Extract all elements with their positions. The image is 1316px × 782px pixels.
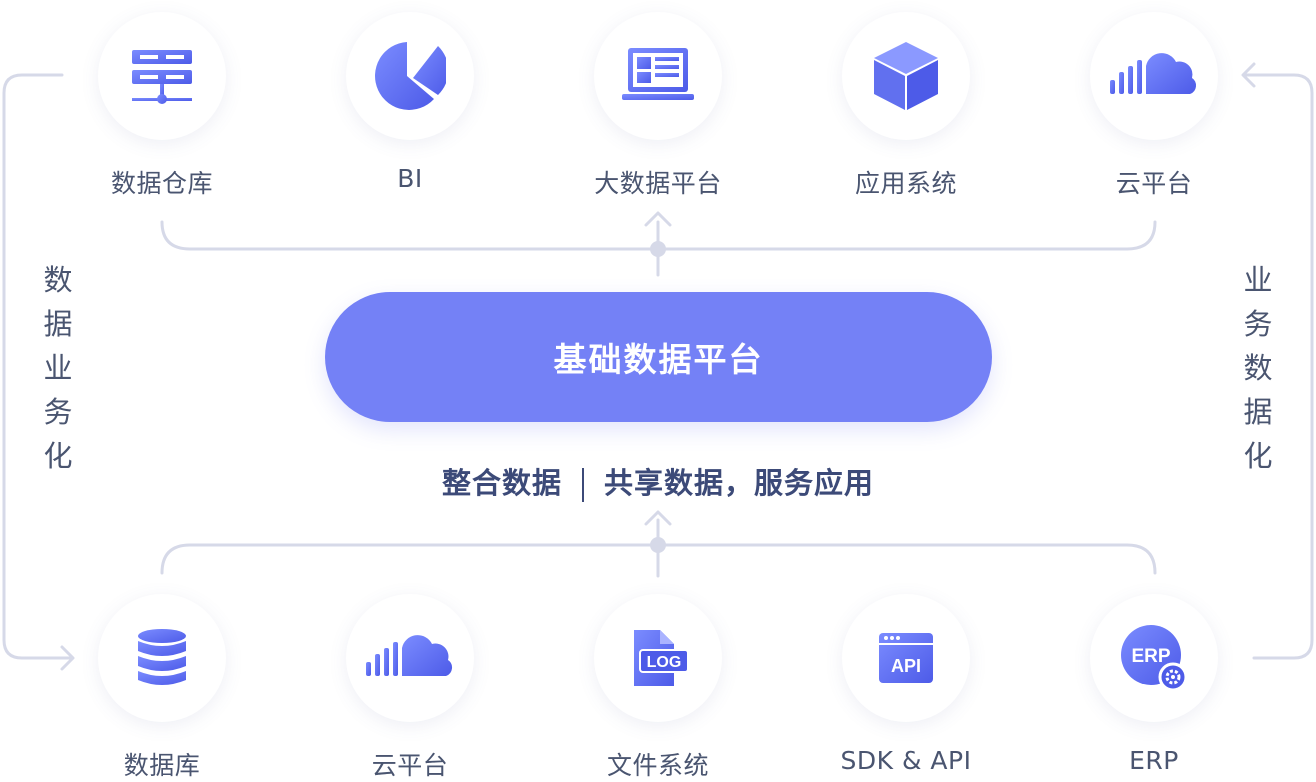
node-label-big-data-platform: 大数据平台 bbox=[594, 169, 722, 198]
node-label-database: 数据库 bbox=[123, 751, 201, 780]
log-icon-text: LOG bbox=[647, 654, 682, 671]
node-label-sdk-api: SDK & API bbox=[840, 746, 972, 775]
erp-gear-icon: ERP bbox=[1121, 625, 1188, 692]
tagline-separator bbox=[582, 468, 584, 502]
pie-chart-icon bbox=[375, 42, 446, 110]
database-icon bbox=[138, 629, 186, 685]
node-label-cloud-platform-top: 云平台 bbox=[1115, 169, 1193, 198]
tagline-left: 整合数据 bbox=[441, 466, 562, 500]
core-platform-title: 基础数据平台 bbox=[553, 340, 764, 379]
node-file-system: LOG bbox=[594, 594, 722, 722]
node-database bbox=[98, 594, 226, 722]
api-icon-text: API bbox=[891, 656, 921, 676]
log-file-icon: LOG bbox=[634, 630, 689, 686]
node-big-data-platform bbox=[594, 12, 722, 140]
gear-icon bbox=[1165, 669, 1181, 685]
node-cloud-platform-top bbox=[1090, 12, 1218, 140]
left-flow-label: 数据业务化 bbox=[43, 263, 73, 473]
erp-icon-text: ERP bbox=[1131, 646, 1170, 667]
node-label-data-warehouse: 数据仓库 bbox=[110, 169, 213, 198]
cloud-signal-icon bbox=[1110, 53, 1197, 94]
node-bi bbox=[346, 12, 474, 140]
node-label-bi: BI bbox=[397, 164, 423, 193]
node-label-file-system: 文件系统 bbox=[606, 751, 709, 780]
tagline-right: 共享数据，服务应用 bbox=[604, 466, 875, 500]
node-label-application-system: 应用系统 bbox=[854, 169, 957, 198]
tagline: 整合数据 共享数据，服务应用 bbox=[330, 460, 986, 502]
node-cloud-platform-bottom bbox=[346, 594, 474, 722]
node-sdk-api: API bbox=[842, 594, 970, 722]
right-flow-label: 业务数据化 bbox=[1243, 263, 1273, 473]
node-label-erp: ERP bbox=[1129, 746, 1179, 775]
node-erp: ERP bbox=[1090, 594, 1218, 722]
core-platform-pill: 基础数据平台 bbox=[325, 292, 992, 422]
api-window-icon: API bbox=[879, 633, 933, 683]
node-data-warehouse bbox=[98, 12, 226, 140]
laptop-dashboard-icon bbox=[622, 48, 694, 100]
node-application-system bbox=[842, 12, 970, 140]
node-label-cloud-platform-bottom: 云平台 bbox=[371, 751, 449, 780]
cube-icon bbox=[874, 42, 938, 110]
server-rack-icon bbox=[132, 50, 192, 104]
cloud-signal-icon bbox=[366, 635, 453, 676]
